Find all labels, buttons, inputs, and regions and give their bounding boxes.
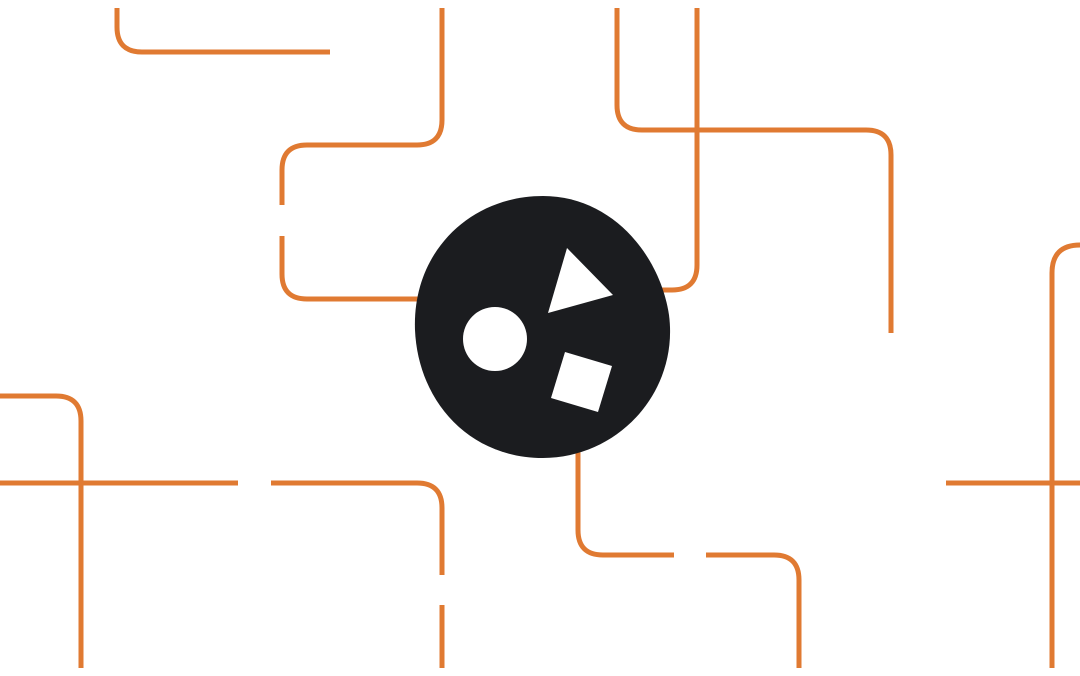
circuit-lines: [0, 8, 1080, 668]
line-emblem-to-top: [604, 8, 700, 293]
emblem-triangle-shape: [548, 248, 613, 313]
line-lower-mid-upper: [271, 480, 445, 575]
line-left-cross-vertical: [0, 393, 84, 668]
line-far-right-edge: [1049, 242, 1080, 668]
emblem-blob: [414, 196, 671, 458]
shapes-emblem-icon: [414, 196, 671, 458]
emblem-circle-shape: [463, 307, 527, 371]
line-emblem-down: [575, 408, 674, 558]
line-upper-left-loop: [279, 8, 445, 205]
emblem-square-shape: [551, 352, 612, 412]
line-bottom-right-hook: [706, 552, 802, 668]
line-top-left-hook: [114, 8, 330, 55]
line-top-right-branch: [614, 8, 894, 333]
